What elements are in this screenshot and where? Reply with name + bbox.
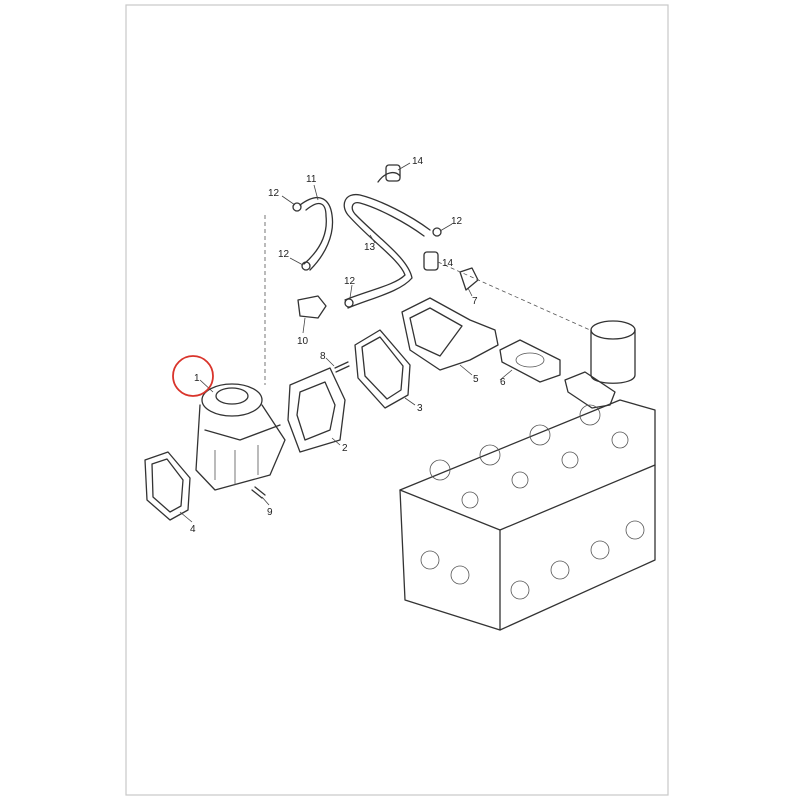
- callout-6: 6: [500, 377, 506, 388]
- callout-12b: 12: [451, 216, 463, 227]
- highlight-circle: [172, 355, 214, 397]
- gasket-3: [354, 329, 411, 409]
- callout-9: 9: [267, 507, 273, 518]
- clamps-12: [292, 202, 442, 308]
- callout-4: 4: [190, 524, 196, 535]
- callout-14b: 14: [442, 258, 454, 269]
- gasket-6: [499, 339, 616, 409]
- callout-12a: 12: [268, 188, 280, 199]
- thermostat: [590, 320, 636, 384]
- callout-7: 7: [472, 296, 478, 307]
- callout-2: 2: [342, 443, 348, 454]
- gasket-2: [287, 367, 346, 453]
- gasket-4: [144, 451, 191, 521]
- callout-11: 11: [306, 174, 317, 185]
- banjo-bolt-14: [385, 164, 439, 271]
- callout-8: 8: [320, 351, 326, 362]
- water-pump-1: [195, 383, 286, 491]
- diagram-frame: [125, 4, 669, 796]
- leader-lines: [179, 162, 591, 523]
- callout-14a: 14: [412, 156, 424, 167]
- bolt-9: [251, 486, 266, 499]
- hose-13: [343, 171, 431, 309]
- fitting-10: [297, 295, 327, 319]
- bolt-8: [334, 361, 350, 373]
- callout-3: 3: [417, 403, 423, 414]
- thermostat-housing-5: [401, 297, 499, 371]
- callout-1: 1: [194, 373, 200, 384]
- callout-10: 10: [297, 336, 309, 347]
- hose-11: [299, 196, 334, 271]
- cylinder-head: [399, 399, 656, 631]
- callout-12c: 12: [278, 249, 290, 260]
- callout-13: 13: [364, 242, 376, 253]
- callout-5: 5: [473, 374, 479, 385]
- callout-12d: 12: [344, 276, 356, 287]
